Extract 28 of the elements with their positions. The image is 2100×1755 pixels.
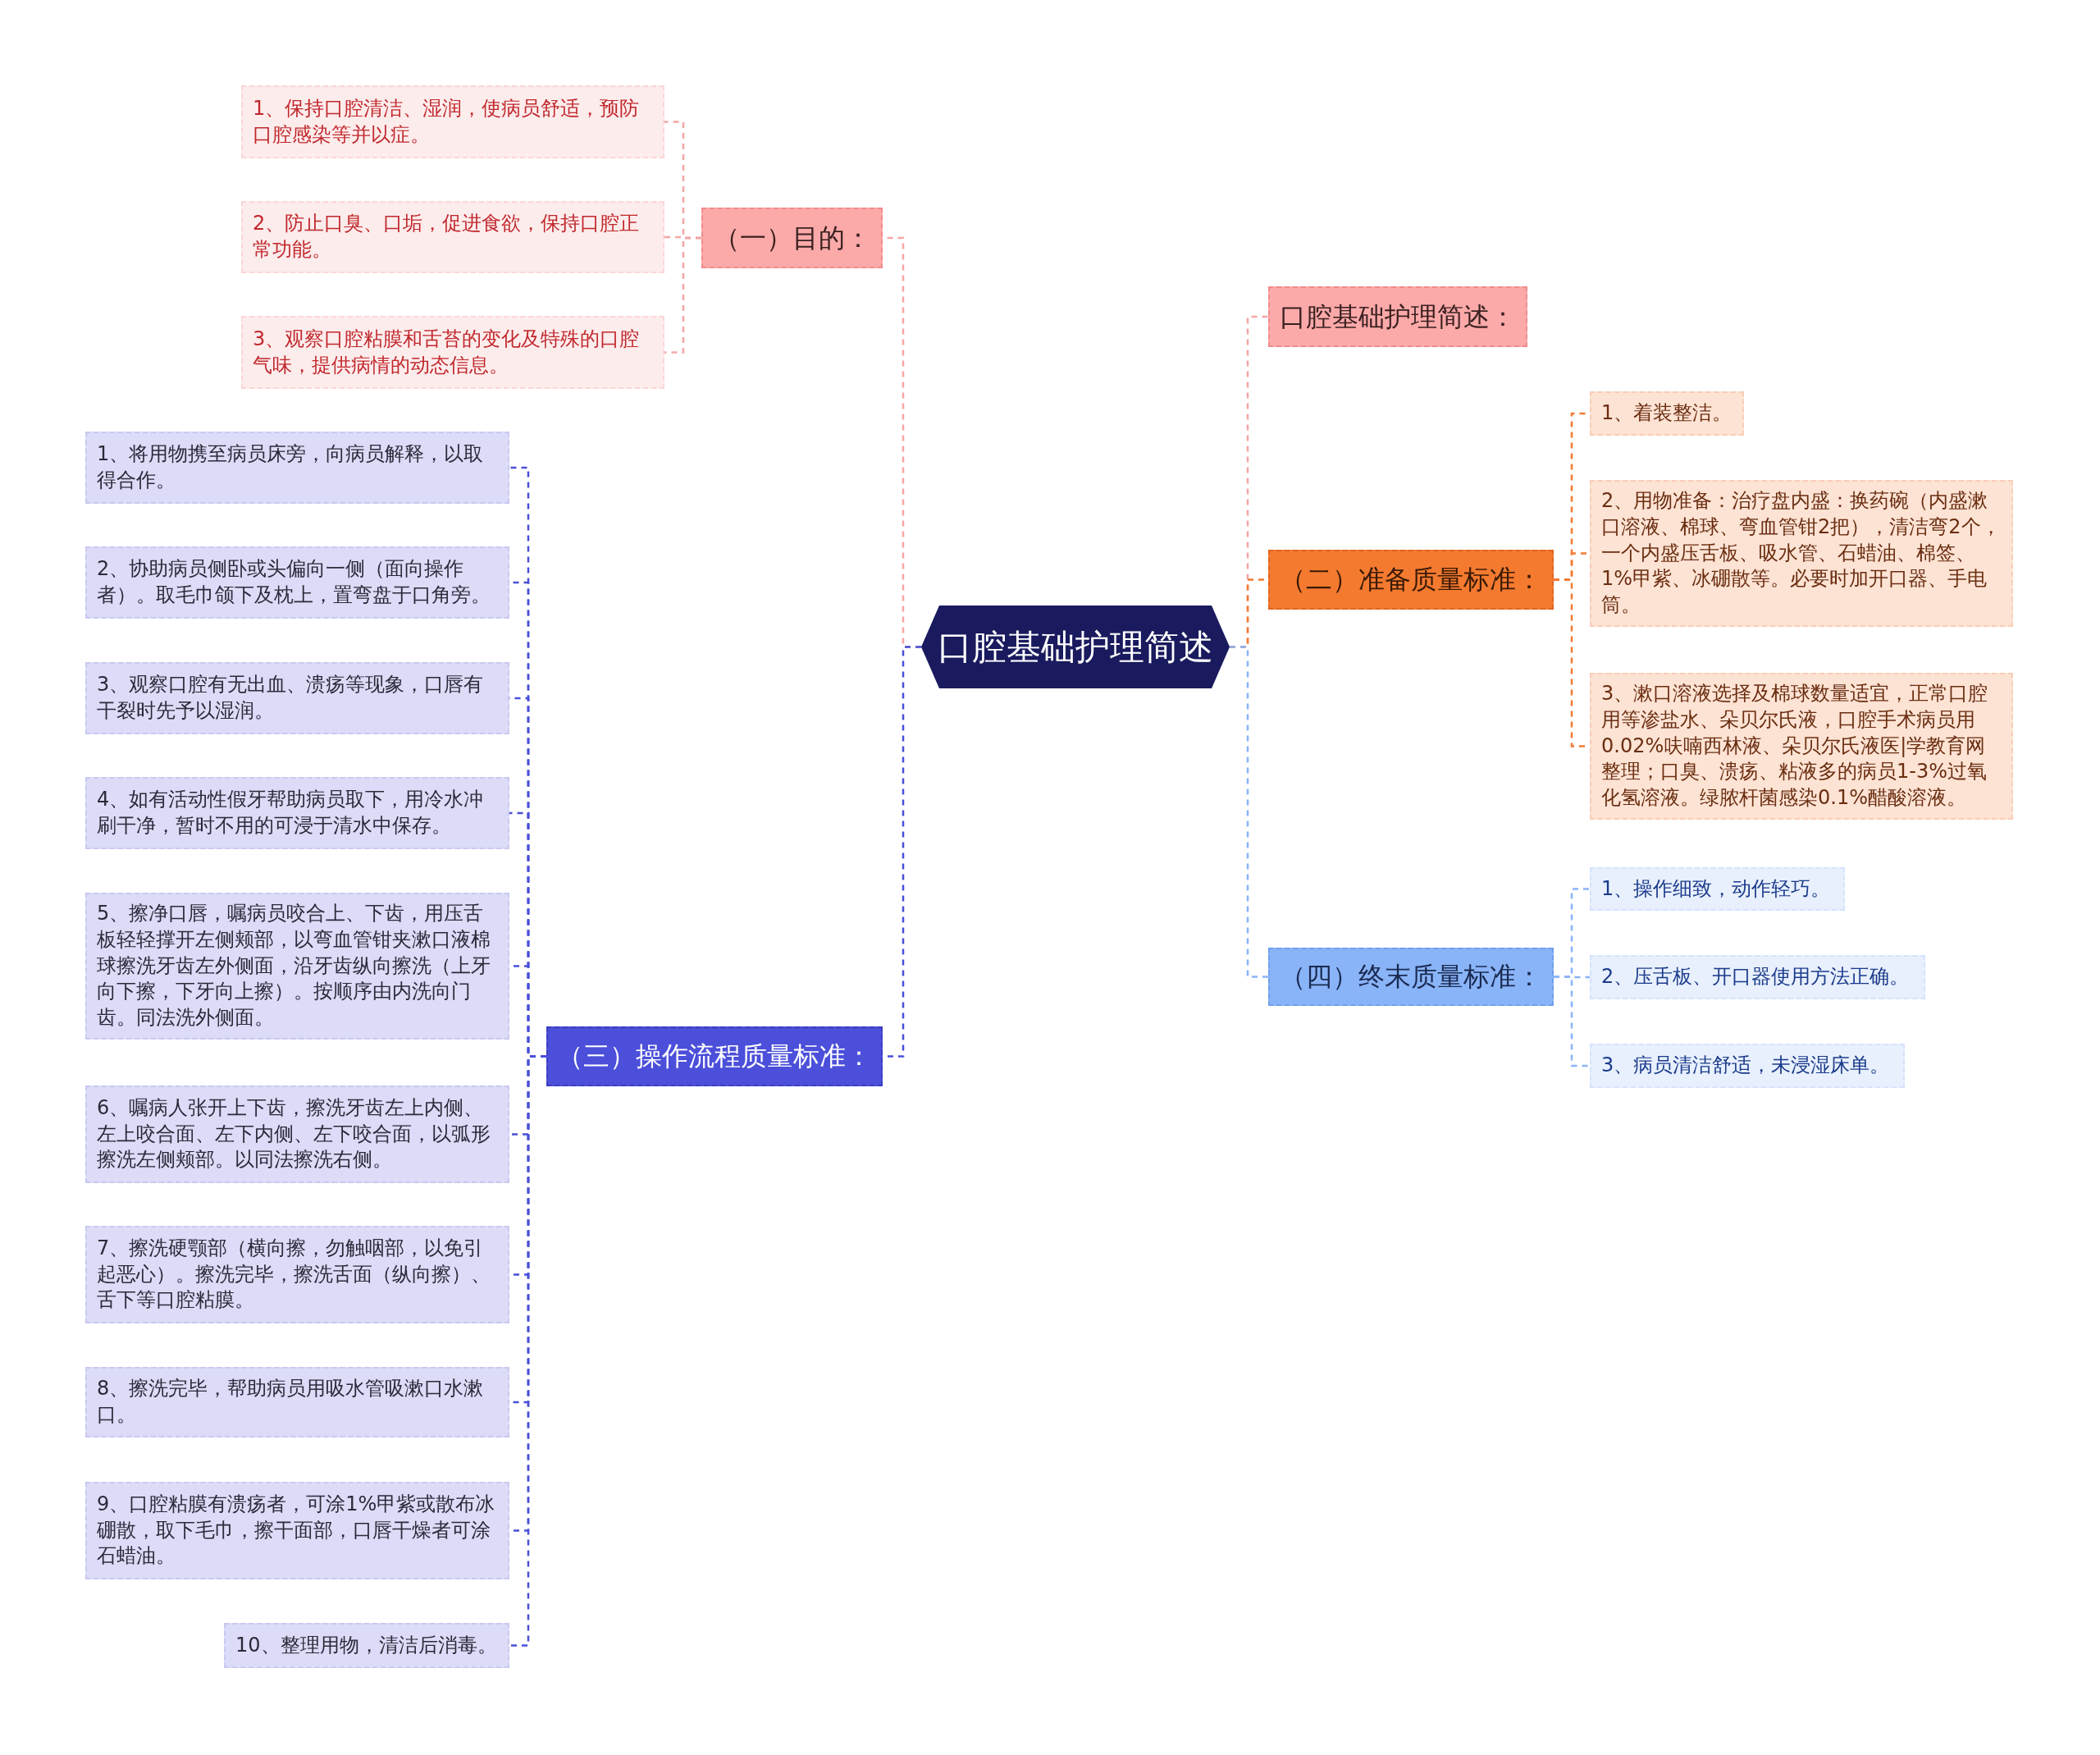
subtopic-box: 2、用物准备：治疗盘内盛：换药碗（内盛漱口溶液、棉球、弯血管钳2把），清洁弯2个，一个内盛压舌板、吸水管、石蜡油、棉签、1%甲紫、冰硼散等。必要时加开口器、手电筒。 xyxy=(1590,480,2013,627)
subtopic-box: 10、整理用物，清洁后消毒。 xyxy=(224,1623,509,1668)
topic-box: （一）目的： xyxy=(701,208,883,268)
subtopic-box: 2、压舌板、开口器使用方法正确。 xyxy=(1590,955,1925,999)
topic-box: （二）准备质量标准： xyxy=(1268,550,1554,610)
central-topic: 口腔基础护理简述 xyxy=(921,606,1230,688)
subtopic-box: 1、着装整洁。 xyxy=(1590,391,1744,436)
subtopic-box: 3、病员清洁舒适，未浸湿床单。 xyxy=(1590,1044,1905,1088)
topic-box: （三）操作流程质量标准： xyxy=(546,1026,883,1086)
subtopic-box: 9、口腔粘膜有溃疡者，可涂1%甲紫或散布冰硼散，取下毛巾，擦干面部，口唇干燥者可涂石蜡油。 xyxy=(85,1482,509,1579)
connector-line xyxy=(1554,976,1590,1067)
subtopic-box: 2、防止口臭、口垢，促进食欲，保持口腔正常功能。 xyxy=(241,201,664,273)
subtopic-box: 3、漱口溶液选择及棉球数量适宜，正常口腔用等渗盐水、朵贝尔氏液，口腔手术病员用0.02%呋喃西林液、朵贝尔氏液医|学教育网整理；口臭、溃疡、粘液多的病员1-3%过氧化氢溶液。绿脓杆菌感染0.1%醋酸溶液。 xyxy=(1590,673,2013,820)
subtopic-box: 1、保持口腔清洁、湿润，使病员舒适，预防口腔感染等并以症。 xyxy=(241,85,664,158)
subtopic-box: 6、嘱病人张开上下齿，擦洗牙齿左上内侧、左上咬合面、左下内侧、左下咬合面，以弧形擦洗左侧颊部。以同法擦洗右侧。 xyxy=(85,1085,509,1183)
subtopic-box: 3、观察口腔有无出血、溃疡等现象，口唇有干裂时先予以湿润。 xyxy=(85,662,509,734)
subtopic-box: 5、擦净口唇，嘱病员咬合上、下齿，用压舌板轻轻撑开左侧颊部，以弯血管钳夹漱口液棉球擦洗牙齿左外侧面，沿牙齿纵向擦洗（上牙向下擦，下牙向上擦）。按顺序由内洗向门齿。同法洗外侧面。 xyxy=(85,893,509,1040)
subtopic-box: 4、如有活动性假牙帮助病员取下，用冷水冲刷干净，暂时不用的可浸于清水中保存。 xyxy=(85,777,509,849)
subtopic-box: 2、协助病员侧卧或头偏向一侧（面向操作者）。取毛巾颌下及枕上，置弯盘于口角旁。 xyxy=(85,546,509,619)
connector-line xyxy=(664,236,701,354)
connector-line xyxy=(1230,646,1268,978)
subtopic-box: 7、擦洗硬颚部（横向擦，勿触咽部，以免引起恶心）。擦洗完毕，擦洗舌面（纵向擦）、舌下等口腔粘膜。 xyxy=(85,1226,509,1323)
subtopic-box: 3、观察口腔粘膜和舌苔的变化及特殊的口腔气味，提供病情的动态信息。 xyxy=(241,316,664,389)
subtopic-box: 8、擦洗完毕，帮助病员用吸水管吸漱口水漱口。 xyxy=(85,1367,509,1437)
subtopic-box: 1、将用物携至病员床旁，向病员解释，以取得合作。 xyxy=(85,432,509,504)
subtopic-box: 1、操作细致，动作轻巧。 xyxy=(1590,867,1845,911)
topic-box: 口腔基础护理简述： xyxy=(1268,286,1527,347)
topic-box: （四）终末质量标准： xyxy=(1268,948,1554,1006)
